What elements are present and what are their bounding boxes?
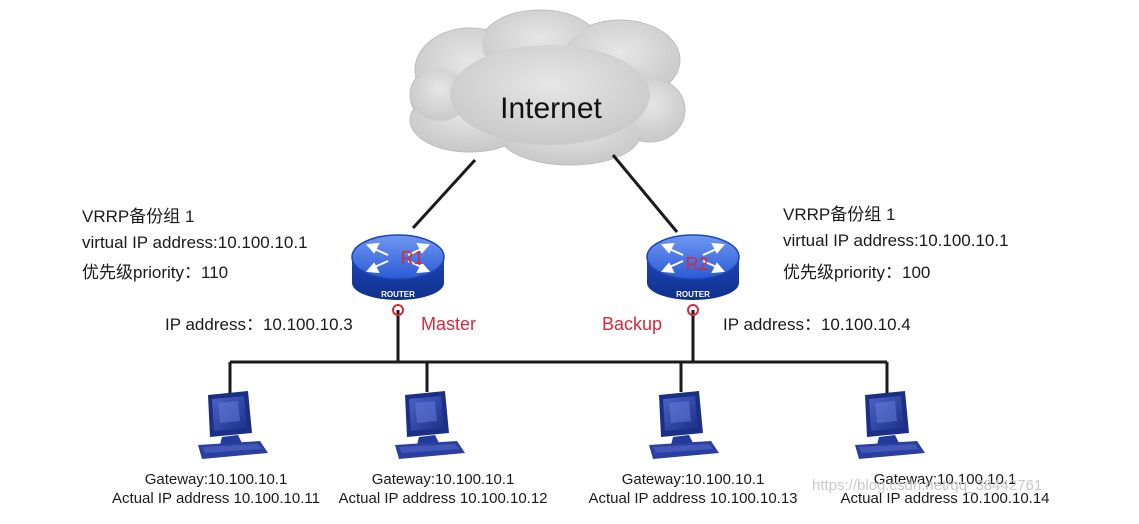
host-gateway: Gateway:10.100.10.1	[145, 471, 288, 488]
router-r2[interactable]: R2 ROUTER	[646, 234, 740, 316]
computer-icon	[198, 391, 268, 459]
computer-icon	[395, 391, 465, 459]
interface-port-icon	[687, 304, 699, 316]
router-arrows-icon	[660, 242, 726, 274]
router-type-label: ROUTER	[676, 290, 710, 299]
host-gateway: Gateway:10.100.10.1	[372, 471, 515, 488]
router-arrows-icon	[365, 242, 431, 274]
interface-port-icon	[392, 304, 404, 316]
internet-label: Internet	[500, 92, 602, 125]
r1-virtual-ip: virtual IP address:10.100.10.1	[82, 233, 308, 252]
watermark: https://blog.csdn.net/qq_38442761	[812, 477, 1042, 494]
host-gateway: Gateway:10.100.10.1	[874, 471, 1017, 488]
lan-bus	[228, 310, 889, 395]
host-actual-ip: Actual IP address 10.100.10.12	[338, 490, 547, 507]
router-type-label: ROUTER	[381, 290, 415, 299]
r1-group-label: VRRP备份组 1	[82, 207, 194, 226]
r1-info: VRRP备份组 1 virtual IP address:10.100.10.1…	[82, 207, 476, 334]
computer-icon	[855, 391, 925, 459]
host-gateway: Gateway:10.100.10.1	[622, 471, 765, 488]
host-pc[interactable]	[395, 391, 465, 459]
r1-role-master: Master	[421, 314, 476, 334]
r1-priority: 优先级priority：110	[82, 263, 228, 282]
internet-cloud: Internet	[409, 9, 686, 166]
router-name-r2: R2	[685, 254, 708, 274]
r2-ip-address: IP address：10.100.10.4	[723, 315, 911, 334]
r2-virtual-ip: virtual IP address:10.100.10.1	[783, 231, 1009, 250]
link-cloud-r1	[411, 158, 477, 230]
host-pc[interactable]	[198, 391, 268, 459]
wan-links	[411, 154, 679, 233]
host-pc[interactable]	[649, 391, 719, 459]
host-actual-ip: Actual IP address 10.100.10.11	[112, 490, 320, 507]
router-name-r1: R1	[400, 248, 423, 268]
link-cloud-r2	[611, 154, 679, 233]
r2-info: VRRP备份组 1 virtual IP address:10.100.10.1…	[602, 205, 1009, 334]
host-pc[interactable]	[855, 391, 925, 459]
router-r1[interactable]: R1 ROUTER	[351, 234, 445, 316]
host-actual-ip: Actual IP address 10.100.10.13	[588, 490, 797, 507]
r2-group-label: VRRP备份组 1	[783, 205, 895, 224]
computer-icon	[649, 391, 719, 459]
host-actual-ip: Actual IP address 10.100.10.14	[840, 490, 1049, 507]
r1-ip-address: IP address：10.100.10.3	[165, 315, 353, 334]
r2-priority: 优先级priority：100	[783, 263, 930, 282]
r2-role-backup: Backup	[602, 314, 662, 334]
